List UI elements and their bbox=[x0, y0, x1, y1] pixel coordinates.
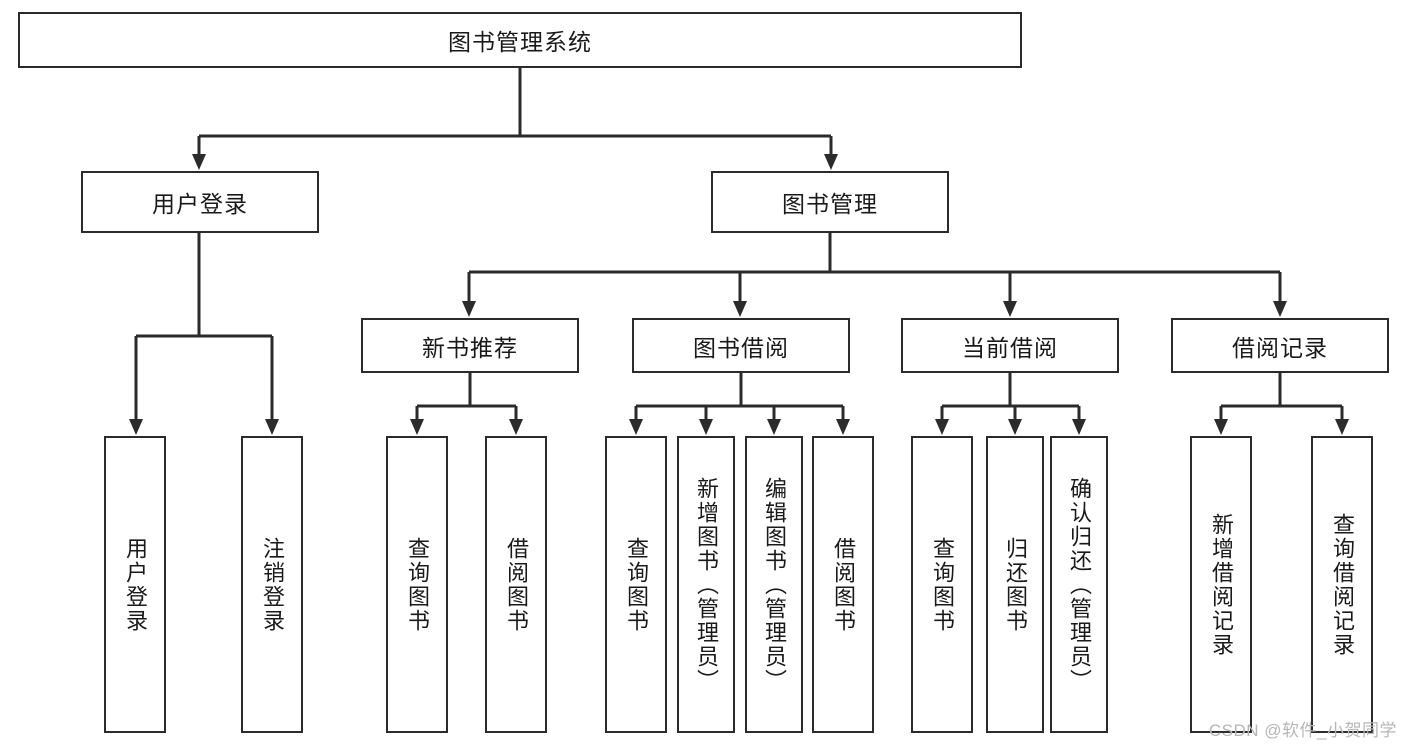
node-level3-current-borrow[interactable]: 当前借阅 bbox=[901, 318, 1119, 373]
node-label: 用户登录 bbox=[122, 536, 148, 633]
node-level3-new-book-rec[interactable]: 新书推荐 bbox=[361, 318, 579, 373]
node-label: 借阅图书 bbox=[503, 536, 529, 633]
node-leaf-leaf-add-book[interactable]: 新增图书（管理员） bbox=[677, 436, 735, 733]
node-leaf-leaf-user-login[interactable]: 用户登录 bbox=[104, 436, 166, 733]
node-label: 图书管理 bbox=[782, 191, 878, 217]
arrowhead bbox=[1214, 419, 1228, 435]
node-label: 注销登录 bbox=[259, 536, 285, 633]
arrowhead bbox=[836, 419, 850, 435]
arrowhead bbox=[462, 301, 476, 317]
node-label: 归还图书 bbox=[1002, 536, 1028, 633]
node-level3-borrow-record[interactable]: 借阅记录 bbox=[1171, 318, 1389, 373]
node-label: 确认归还（管理员） bbox=[1066, 476, 1092, 693]
node-label: 图书管理系统 bbox=[448, 29, 592, 55]
node-label: 借阅记录 bbox=[1232, 334, 1328, 361]
node-level2-book-manage[interactable]: 图书管理 bbox=[711, 171, 949, 233]
arrowhead bbox=[129, 419, 143, 435]
arrowhead bbox=[935, 419, 949, 435]
node-leaf-leaf-return-book[interactable]: 归还图书 bbox=[986, 436, 1044, 733]
watermark-label: CSDN @软件_小贺同学 bbox=[1208, 721, 1397, 740]
arrowhead bbox=[410, 419, 424, 435]
arrowhead bbox=[824, 154, 838, 170]
node-leaf-leaf-query-book-borrow[interactable]: 查询图书 bbox=[605, 436, 667, 733]
node-label: 编辑图书（管理员） bbox=[761, 476, 787, 693]
arrowhead bbox=[1008, 419, 1022, 435]
node-level2-user-login[interactable]: 用户登录 bbox=[81, 171, 319, 233]
node-leaf-leaf-borrow-book[interactable]: 借阅图书 bbox=[812, 436, 874, 733]
node-root-root[interactable]: 图书管理系统 bbox=[18, 12, 1022, 68]
node-label: 用户登录 bbox=[152, 191, 248, 217]
arrowhead bbox=[733, 301, 747, 317]
arrowhead bbox=[629, 419, 643, 435]
node-leaf-leaf-confirm-return[interactable]: 确认归还（管理员） bbox=[1050, 436, 1108, 733]
node-leaf-leaf-query-record[interactable]: 查询借阅记录 bbox=[1311, 436, 1373, 733]
arrowhead bbox=[1072, 419, 1086, 435]
node-label: 新书推荐 bbox=[422, 334, 518, 361]
node-leaf-leaf-edit-book[interactable]: 编辑图书（管理员） bbox=[745, 436, 803, 733]
arrowhead bbox=[1335, 419, 1349, 435]
node-label: 当前借阅 bbox=[962, 334, 1058, 361]
node-label: 查询图书 bbox=[929, 536, 955, 633]
node-label: 新增借阅记录 bbox=[1208, 512, 1234, 657]
arrowhead bbox=[509, 419, 523, 435]
node-label: 查询借阅记录 bbox=[1329, 512, 1355, 657]
node-label: 新增图书（管理员） bbox=[693, 476, 719, 693]
arrowhead bbox=[192, 154, 206, 170]
node-label: 借阅图书 bbox=[830, 536, 856, 633]
node-level3-book-borrow[interactable]: 图书借阅 bbox=[632, 318, 850, 373]
arrowhead bbox=[767, 419, 781, 435]
arrowhead bbox=[1273, 301, 1287, 317]
arrowhead bbox=[1003, 301, 1017, 317]
node-leaf-leaf-user-logout[interactable]: 注销登录 bbox=[241, 436, 303, 733]
node-label: 查询图书 bbox=[623, 536, 649, 633]
arrowhead bbox=[699, 419, 713, 435]
arrowhead bbox=[265, 419, 279, 435]
node-leaf-leaf-borrow-book-rec[interactable]: 借阅图书 bbox=[485, 436, 547, 733]
node-leaf-leaf-add-record[interactable]: 新增借阅记录 bbox=[1190, 436, 1252, 733]
node-leaf-leaf-query-book-current[interactable]: 查询图书 bbox=[911, 436, 973, 733]
node-label: 查询图书 bbox=[404, 536, 430, 633]
node-label: 图书借阅 bbox=[693, 334, 789, 361]
node-leaf-leaf-query-book-rec[interactable]: 查询图书 bbox=[386, 436, 448, 733]
